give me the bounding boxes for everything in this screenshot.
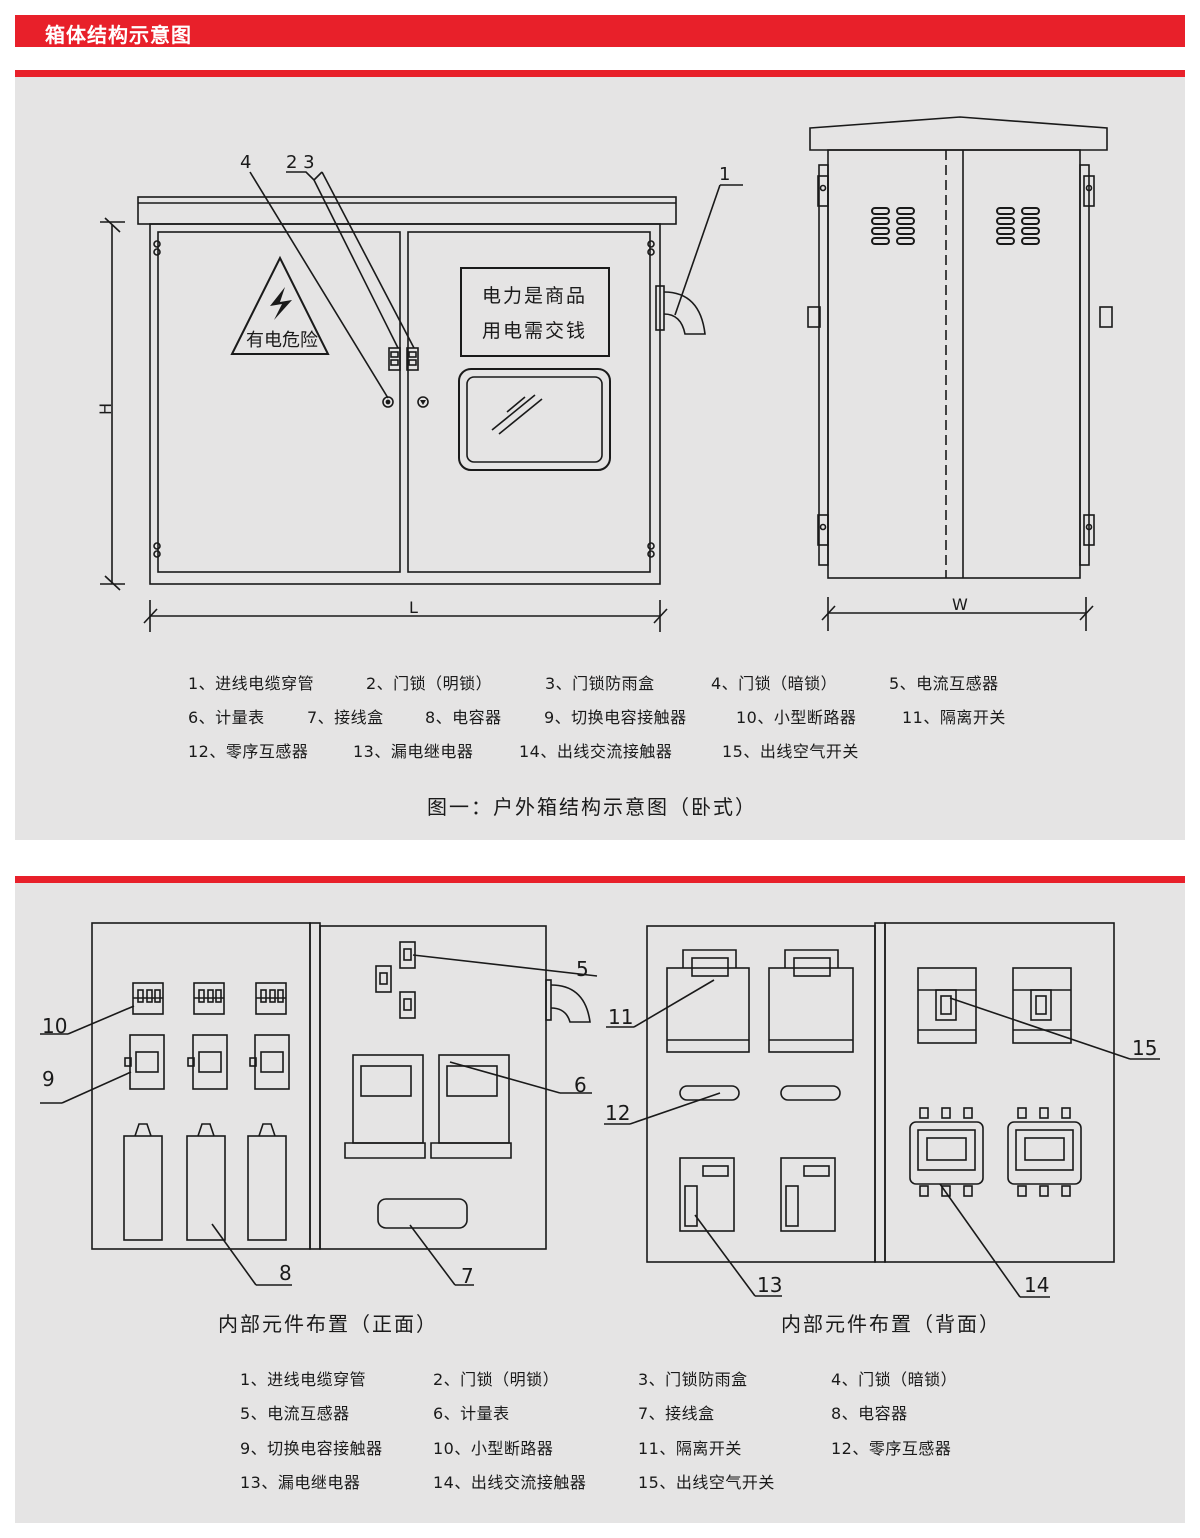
legend-item: 1、进线电缆穿管 xyxy=(188,674,315,693)
legend-item: 8、电容器 xyxy=(425,708,502,727)
legend-item: 7、接线盒 xyxy=(307,708,384,727)
side-view-cabinet xyxy=(807,116,1113,631)
legend-item: 12、零序互感器 xyxy=(831,1439,952,1458)
callout-5: 5 xyxy=(576,957,589,981)
caption-back: 内部元件布置（背面） xyxy=(781,1312,1001,1336)
callout-14: 14 xyxy=(1024,1273,1049,1297)
legend-item: 1、进线电缆穿管 xyxy=(240,1370,367,1389)
section1-panel xyxy=(15,77,1185,840)
front-view-cabinet xyxy=(100,171,743,632)
callout-12: 12 xyxy=(605,1101,630,1125)
section1-rule xyxy=(15,70,1185,77)
legend-item: 4、门锁（暗锁） xyxy=(711,674,838,693)
legend-item: 15、出线空气开关 xyxy=(638,1473,775,1492)
callout-9: 9 xyxy=(42,1067,55,1091)
callout-6: 6 xyxy=(574,1073,587,1097)
notice-line2: 用电需交钱 xyxy=(482,320,587,342)
legend-item: 6、计量表 xyxy=(188,708,265,727)
back-layout xyxy=(604,922,1160,1298)
legend-item: 13、漏电继电器 xyxy=(240,1473,361,1492)
legend-item: 12、零序互感器 xyxy=(188,742,309,761)
callout-7: 7 xyxy=(461,1264,474,1288)
callout-13: 13 xyxy=(757,1273,782,1297)
callout-8: 8 xyxy=(279,1261,292,1285)
legend-item: 6、计量表 xyxy=(433,1404,510,1423)
legend-item: 2、门锁（明锁） xyxy=(366,674,493,693)
dim-l: L xyxy=(409,598,418,617)
callout-11: 11 xyxy=(608,1005,633,1029)
header-bar: 箱体结构示意图 xyxy=(15,15,1185,47)
callout-4: 4 xyxy=(240,152,251,173)
legend-item: 2、门锁（明锁） xyxy=(433,1370,560,1389)
legend-item: 14、出线交流接触器 xyxy=(433,1473,587,1492)
callout-1: 1 xyxy=(719,164,730,185)
legend-item: 13、漏电继电器 xyxy=(353,742,474,761)
legend-item: 8、电容器 xyxy=(831,1404,908,1423)
dim-w: W xyxy=(952,595,968,614)
legend-item: 3、门锁防雨盒 xyxy=(638,1370,748,1389)
legend-item: 5、电流互感器 xyxy=(889,674,999,693)
legend-item: 10、小型断路器 xyxy=(736,708,857,727)
legend-item: 14、出线交流接触器 xyxy=(519,742,673,761)
legend-item: 10、小型断路器 xyxy=(433,1439,554,1458)
section2-rule xyxy=(15,876,1185,883)
legend-item: 7、接线盒 xyxy=(638,1404,715,1423)
legend-item: 11、隔离开关 xyxy=(638,1439,742,1458)
callout-2-3: 2 3 xyxy=(286,152,315,173)
callout-10: 10 xyxy=(42,1014,67,1038)
legend-item: 4、门锁（暗锁） xyxy=(831,1370,958,1389)
warning-label: 有电危险 xyxy=(246,330,318,351)
legend-item: 9、切换电容接触器 xyxy=(544,708,687,727)
front-layout xyxy=(40,922,598,1286)
dim-h: H xyxy=(96,403,115,415)
caption-figure-1: 图一：户外箱结构示意图（卧式） xyxy=(427,795,757,819)
legend-item: 5、电流互感器 xyxy=(240,1404,350,1423)
page-title: 箱体结构示意图 xyxy=(45,23,192,47)
legend-item: 3、门锁防雨盒 xyxy=(545,674,655,693)
callout-15: 15 xyxy=(1132,1036,1157,1060)
legend-item: 15、出线空气开关 xyxy=(722,742,859,761)
legend-item: 9、切换电容接触器 xyxy=(240,1439,383,1458)
notice-line1: 电力是商品 xyxy=(482,285,587,307)
legend-item: 11、隔离开关 xyxy=(902,708,1006,727)
caption-front: 内部元件布置（正面） xyxy=(218,1312,438,1336)
